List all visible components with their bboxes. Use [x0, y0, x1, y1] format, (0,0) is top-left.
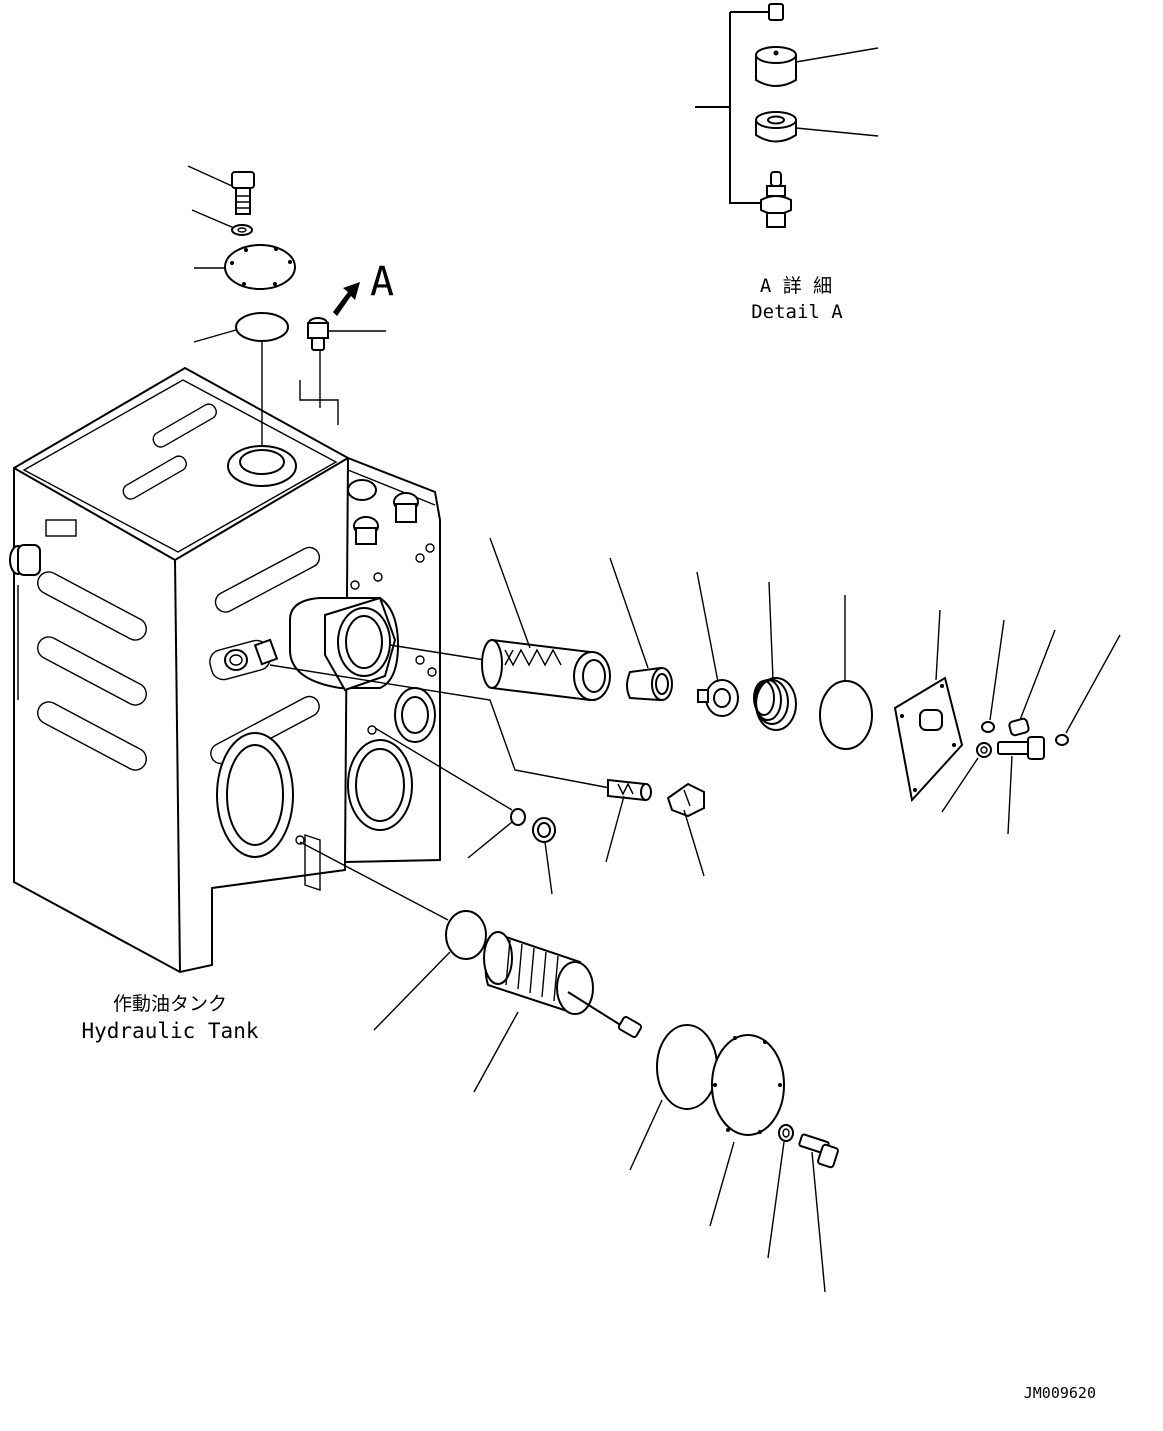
side-pipe-fitting	[209, 638, 279, 681]
plug-part	[1008, 717, 1030, 737]
detail-a-group: A 詳 細 Detail A	[695, 3, 879, 323]
hydraulic-tank-body: 作動油タンク Hydraulic Tank	[9, 366, 441, 1043]
detail-title-jp: A 詳 細	[760, 275, 832, 297]
washer-part	[231, 224, 253, 236]
strainer-group	[269, 537, 1121, 895]
return-filter-group	[299, 841, 839, 1293]
return-cover-plate-part	[711, 1034, 785, 1136]
top-cover-group: A	[187, 165, 394, 445]
sleeve-part	[626, 666, 673, 702]
view-arrow-label: A	[370, 259, 394, 305]
cover-plate-part	[224, 244, 296, 290]
seal-washer-part	[981, 721, 995, 733]
strainer-tube-part	[607, 778, 652, 802]
strainer-cover-part	[893, 676, 964, 803]
view-arrow-icon	[333, 282, 360, 316]
level-gauge-fitting	[9, 519, 77, 700]
filter-element-part	[481, 638, 611, 702]
small-plug-part	[532, 817, 556, 843]
spring-part	[753, 677, 797, 731]
wing-plug-part	[666, 782, 705, 818]
detail-title-en: Detail A	[751, 301, 843, 323]
bypass-valve-part	[697, 679, 739, 717]
tank-label-jp: 作動油タンク	[113, 993, 227, 1015]
small-cap-part	[1055, 734, 1069, 746]
suction-flange	[289, 596, 400, 692]
breather-valve-part	[760, 171, 792, 228]
return-washer-part	[778, 1124, 794, 1142]
o-ring-large-part	[819, 680, 873, 750]
return-cover-o-ring-part	[656, 1024, 718, 1110]
breather-ring-part	[755, 111, 797, 143]
breather-assembly-part	[307, 317, 329, 351]
return-filter-cartridge-part	[483, 931, 643, 1038]
drain-bolt-part	[976, 736, 1045, 760]
return-o-ring-part	[445, 910, 487, 960]
breather-cap-part	[768, 3, 784, 21]
top-filler-port	[227, 445, 297, 487]
bolt-part	[231, 171, 255, 215]
tank-label-en: Hydraulic Tank	[81, 1019, 258, 1043]
o-ring-part	[235, 312, 289, 342]
small-o-ring-part	[510, 808, 526, 826]
drawing-number: JM009620	[1024, 1384, 1096, 1402]
return-bolt-part	[798, 1133, 839, 1169]
breather-cylinder-part	[755, 46, 797, 87]
tank-bolt-dots	[295, 543, 437, 845]
